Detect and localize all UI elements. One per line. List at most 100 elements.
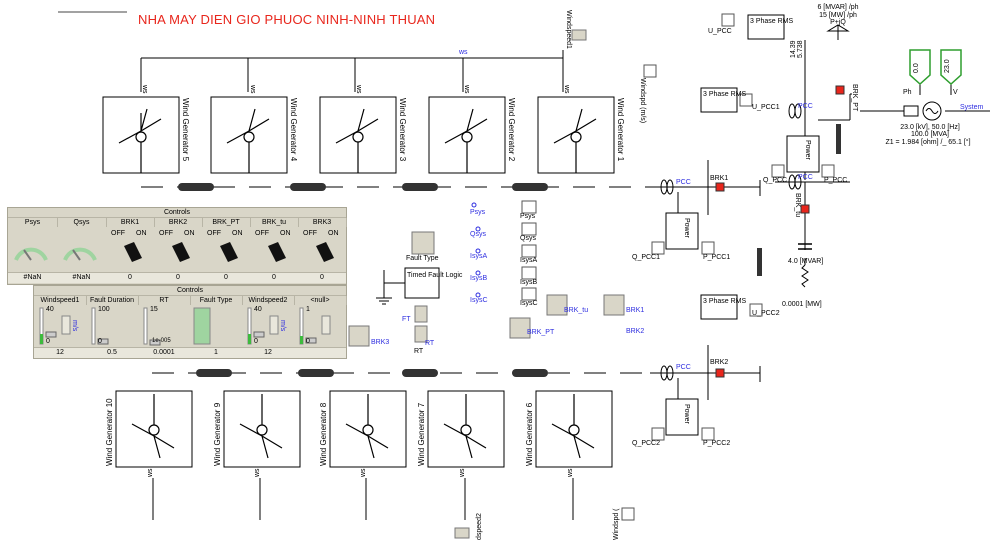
brkpt-off: OFF — [207, 230, 221, 237]
control-widgets-1 — [8, 228, 346, 272]
hdr-brk-pt: BRK_PT — [202, 218, 251, 227]
brk1-on: ON — [136, 230, 147, 237]
u-pcc2-label: U_PCC2 — [752, 310, 780, 317]
cap-label: 4.0 [MVAR] — [788, 258, 823, 265]
rt-label: RT — [414, 348, 423, 355]
rms-3: 3 Phase RMS — [750, 18, 782, 25]
ws-label-6: ws — [567, 468, 574, 477]
psys-meter: Psys — [520, 213, 535, 220]
psys-blue: Psys — [470, 209, 485, 216]
windspeed2-label: dspeed2 — [476, 513, 483, 540]
controls-panel-1: Controls Psys Qsys BRK1 BRK2 BRK_PT BRK_… — [7, 207, 347, 285]
u-pcc-label: U_PCC — [708, 28, 732, 35]
u-pcc1-label: U_PCC1 — [752, 104, 780, 111]
source-line3: Z1 = 1.984 [ohm] /_ 65.1 [°] — [870, 139, 986, 146]
controls-title: Controls — [8, 208, 346, 218]
fd-min: 0 — [98, 338, 102, 345]
brk2-ctrl: BRK2 — [626, 328, 644, 335]
ws-label-9: ws — [254, 468, 261, 477]
ph-knob-value: 0.0 — [913, 63, 920, 73]
brk1-off: OFF — [111, 230, 125, 237]
ws1-min: 0 — [46, 338, 50, 345]
pcc-label-3: PCC — [798, 103, 813, 110]
hdr-null: <null> — [294, 296, 347, 305]
timed-fault-logic[interactable]: Timed Fault Logic — [407, 272, 437, 279]
pq-line1: 6 [MVAR] /ph — [816, 4, 860, 11]
p-pcc-label: P_PCC — [824, 177, 847, 184]
gen-label-2: Wind Generator 2 — [507, 98, 516, 161]
hdr-fault-duration: Fault Duration — [86, 296, 139, 305]
ws-label-2: ws — [463, 85, 470, 94]
qsys-meter: Qsys — [520, 235, 536, 242]
fd-max: 100 — [98, 306, 110, 313]
q-pcc-label: Q_PCC — [763, 177, 787, 184]
ws-bus-label: ws — [459, 49, 468, 56]
brktu-off: OFF — [255, 230, 269, 237]
rms-1: 3 Phase RMS — [703, 91, 735, 98]
power-label-1: Power — [683, 218, 690, 238]
val-fault-duration: 0.5 — [86, 347, 138, 358]
hdr-fault-type: Fault Type — [190, 296, 243, 305]
gen-label-1: Wind Generator 1 — [616, 98, 625, 161]
brk-tu-label: BRK_tu — [794, 193, 801, 217]
power-label-3: Power — [804, 140, 811, 160]
brk2-off: OFF — [159, 230, 173, 237]
q-pcc1-label: Q_PCC1 — [632, 254, 660, 261]
val-qsys: #NaN — [57, 272, 106, 283]
ws-label-1: ws — [563, 85, 570, 94]
rms-2: 3 Phase RMS — [703, 298, 735, 305]
hdr-brk-tu: BRK_tu — [250, 218, 299, 227]
rt-blue-label: RT — [425, 340, 434, 347]
p-pcc2-label: P_PCC2 — [703, 440, 730, 447]
q-pcc2-label: Q_PCC2 — [632, 440, 660, 447]
gen-label-7: Wind Generator 7 — [417, 403, 426, 466]
ws1-max: 40 — [46, 306, 54, 313]
system-label: System — [960, 104, 983, 111]
val-brk1: 0 — [106, 272, 154, 283]
brk1-label: BRK1 — [710, 175, 728, 182]
hdr-windspeed2: Windspeed2 — [242, 296, 295, 305]
power-label-2: Power — [683, 404, 690, 424]
ft-label: FT — [402, 316, 411, 323]
gen-label-4: Wind Generator 4 — [289, 98, 298, 161]
gen-label-5: Wind Generator 5 — [181, 98, 190, 161]
gen-label-10: Wind Generator 10 — [105, 398, 114, 466]
ws-label-10: ws — [147, 468, 154, 477]
brk3-off: OFF — [303, 230, 317, 237]
val-brk-pt: 0 — [202, 272, 250, 283]
hdr-rt: RT — [138, 296, 191, 305]
ph-label: Ph — [903, 89, 912, 96]
brk3-label: BRK3 — [371, 339, 389, 346]
gen-label-8: Wind Generator 8 — [319, 403, 328, 466]
pcc-label-1: PCC — [676, 179, 691, 186]
rt-max: 15 — [150, 306, 158, 313]
hdr-brk1: BRK1 — [106, 218, 155, 227]
source-line1: 23.0 [kV], 50.0 [Hz] — [880, 124, 980, 131]
pq-line2: 15 [MW] /ph — [816, 12, 860, 19]
isysc-blue: IsysC — [470, 297, 488, 304]
fault-type-label: Fault Type — [406, 255, 439, 262]
v-value-1: 14.39 — [790, 40, 797, 58]
val-psys: #NaN — [8, 272, 57, 283]
windspeed1-label: Windspeed1 — [565, 10, 572, 49]
ws-label-7: ws — [459, 468, 466, 477]
brk2-label: BRK2 — [710, 359, 728, 366]
val-windspeed1: 12 — [34, 347, 86, 358]
v-label: V — [953, 89, 958, 96]
windspeed-meter-bottom: Windspd ( — [613, 508, 620, 540]
gen-label-9: Wind Generator 9 — [213, 403, 222, 466]
ws-label-8: ws — [360, 468, 367, 477]
ws-label-4: ws — [249, 85, 256, 94]
isysa-meter: IsysA — [520, 257, 537, 264]
brkpt-on: ON — [232, 230, 243, 237]
controls-panel-2: Controls Windspeed1 Fault Duration RT Fa… — [33, 285, 347, 359]
brk3-on: ON — [328, 230, 339, 237]
ws2-unit: m/s — [279, 320, 286, 331]
brk-tu-ctrl: BRK_tu — [564, 307, 588, 314]
control-widgets-2 — [34, 306, 346, 346]
hdr-brk3: BRK3 — [298, 218, 347, 227]
val-fault-type: 1 — [190, 347, 242, 358]
controls-title-2: Controls — [34, 286, 346, 296]
hdr-qsys: Qsys — [57, 218, 107, 227]
brk2-on: ON — [184, 230, 195, 237]
